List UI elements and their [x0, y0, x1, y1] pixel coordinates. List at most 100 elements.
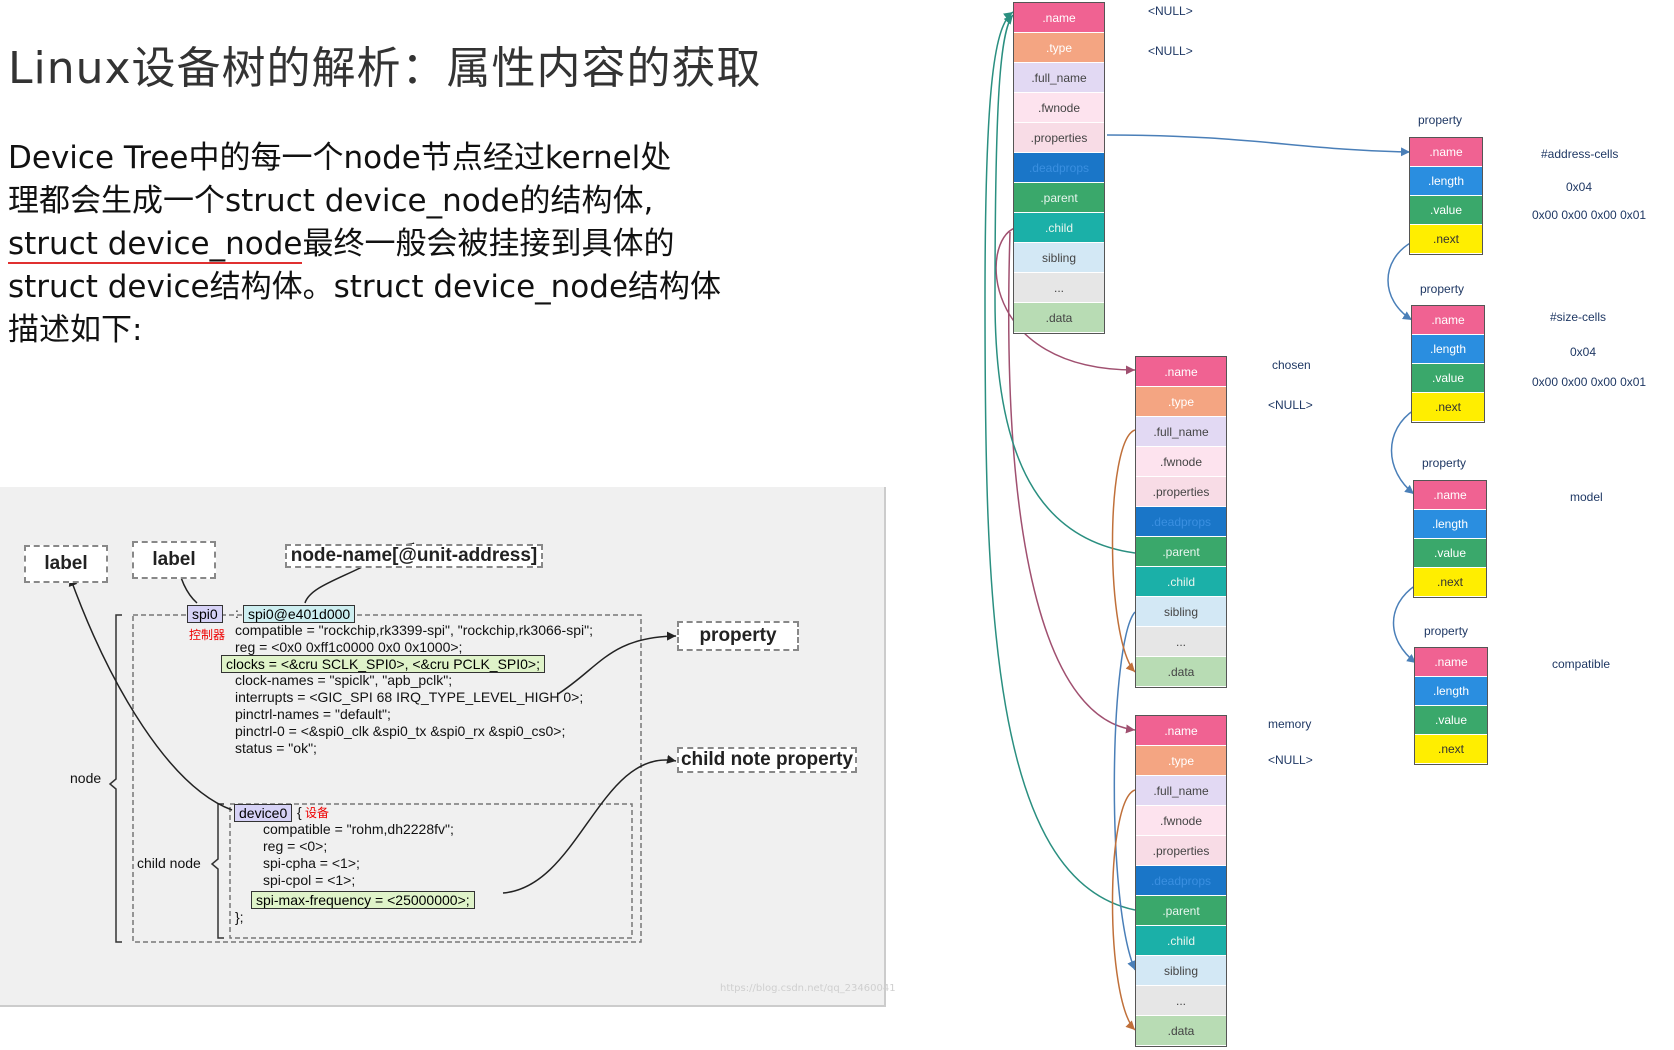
struct-field-data: .data: [1136, 657, 1226, 687]
property-field-length: .length: [1412, 335, 1484, 364]
root-device-node: .name.type.full_name.fwnode.properties.d…: [1013, 2, 1105, 334]
struct-field-parent: .parent: [1136, 537, 1226, 567]
colon: :: [235, 605, 239, 621]
struct-field-sibling: sibling: [1014, 243, 1104, 273]
struct-field-type: .type: [1136, 746, 1226, 776]
node-name-tag: node-name[@unit-address]: [285, 544, 543, 568]
struct-field-child: .child: [1136, 926, 1226, 956]
property-value-value: 0x00 0x00 0x00 0x01: [1532, 208, 1647, 222]
property-value-value: 0x00 0x00 0x00 0x01: [1532, 375, 1647, 389]
node-brace-label: node: [70, 770, 102, 786]
struct-field-full_name: .full_name: [1014, 63, 1104, 93]
property-header: property: [1418, 113, 1463, 127]
description-paragraph: Device Tree中的每一个node节点经过kernel处 理都会生成一个s…: [8, 137, 728, 352]
property-name-value: #size-cells: [1550, 310, 1607, 324]
page-title: Linux设备树的解析：属性内容的获取: [8, 43, 762, 94]
property-struct: .name.length.value.next: [1409, 137, 1483, 255]
child-code-line-highlight: spi-max-frequency = <25000000>;: [251, 891, 475, 909]
property-header: property: [1424, 624, 1469, 638]
struct-field-sibling: sibling: [1136, 956, 1226, 986]
struct-field-dots: ...: [1136, 627, 1226, 657]
struct-field-fwnode: .fwnode: [1136, 447, 1226, 477]
watermark: https://blog.csdn.net/qq_23460041: [720, 983, 896, 994]
root-name-value: <NULL>: [1148, 4, 1193, 18]
struct-field-dots: ...: [1136, 986, 1226, 1016]
dts-figure: label label node-name[@unit-address] pro…: [0, 487, 896, 1007]
child-code-line: compatible = "rohm,dh2228fv";: [263, 821, 454, 837]
property-field-length: .length: [1415, 677, 1487, 706]
property-struct: .name.length.value.next: [1414, 647, 1488, 765]
underlined-text: struct device_node: [8, 226, 303, 264]
memory-device-node: .name.type.full_name.fwnode.properties.d…: [1135, 715, 1227, 1047]
brace: {: [297, 804, 302, 820]
controller-note: 控制器: [189, 628, 226, 642]
property-struct: .name.length.value.next: [1411, 305, 1485, 423]
struct-field-deadprops: .deadprops: [1014, 153, 1104, 183]
struct-field-deadprops: .deadprops: [1136, 866, 1226, 896]
dts-figure-lines: [68, 542, 677, 943]
property-field-value: .value: [1415, 706, 1487, 735]
struct-field-name: .name: [1136, 357, 1226, 387]
code-line: clock-names = "spiclk", "apb_pclk";: [235, 672, 453, 688]
code-line: pinctrl-0 = <&spi0_clk &spi0_tx &spi0_rx…: [235, 723, 566, 739]
struct-field-name: .name: [1136, 716, 1226, 746]
root-type-value: <NULL>: [1148, 44, 1193, 58]
code-line: pinctrl-names = "default";: [235, 706, 391, 722]
para-line: 理都会生成一个struct device_node的结构体,: [8, 183, 654, 219]
spi-node-name: spi0@e401d000: [243, 605, 356, 623]
property-field-value: .value: [1412, 364, 1484, 393]
struct-field-dots: ...: [1014, 273, 1104, 303]
child-node-brace-label: child node: [137, 855, 201, 871]
struct-field-parent: .parent: [1014, 183, 1104, 213]
code-line: status = "ok";: [235, 740, 317, 756]
property-name-value: compatible: [1552, 657, 1611, 671]
property-field-name: .name: [1415, 648, 1487, 677]
child-code-line: spi-cpha = <1>;: [263, 855, 360, 871]
property-field-next: .next: [1412, 393, 1484, 422]
struct-field-properties: .properties: [1136, 836, 1226, 866]
code-line: reg = <0x0 0xff1c0000 0x0 0x1000>;: [235, 639, 463, 655]
memory-name-value: memory: [1268, 717, 1312, 731]
property-field-name: .name: [1412, 306, 1484, 335]
code-line-highlight: clocks = <&cru SCLK_SPI0>, <&cru PCLK_SP…: [221, 655, 545, 673]
struct-field-sibling: sibling: [1136, 597, 1226, 627]
para-line: struct device_node最终一般会被挂接到具体的: [8, 223, 728, 266]
property-length-value: 0x04: [1570, 345, 1597, 359]
para-text: 最终一般会被挂接到具体的: [302, 226, 675, 262]
chosen-name-value: chosen: [1272, 358, 1311, 372]
para-line: struct device结构体。struct device_node结构体: [8, 269, 722, 305]
struct-field-child: .child: [1014, 213, 1104, 243]
property-field-next: .next: [1414, 568, 1486, 597]
property-field-length: .length: [1410, 167, 1482, 196]
close-brace: };: [235, 909, 244, 925]
property-length-value: 0x04: [1566, 180, 1593, 194]
property-field-name: .name: [1414, 481, 1486, 510]
property-field-next: .next: [1410, 225, 1482, 254]
property-name-value: #address-cells: [1541, 147, 1619, 161]
struct-field-data: .data: [1136, 1016, 1226, 1046]
struct-field-name: .name: [1014, 3, 1104, 33]
chosen-type-value: <NULL>: [1268, 398, 1313, 412]
struct-field-properties: .properties: [1136, 477, 1226, 507]
property-field-value: .value: [1414, 539, 1486, 568]
struct-field-type: .type: [1014, 33, 1104, 63]
code-line: interrupts = <GIC_SPI 68 IRQ_TYPE_LEVEL_…: [235, 689, 584, 705]
property-header: property: [1422, 456, 1467, 470]
label-tag: label: [24, 545, 108, 583]
spi-label: spi0: [187, 605, 223, 623]
struct-field-full_name: .full_name: [1136, 417, 1226, 447]
property-field-name: .name: [1410, 138, 1482, 167]
struct-field-properties: .properties: [1014, 123, 1104, 153]
property-tag: property: [677, 621, 799, 651]
property-struct: .name.length.value.next: [1413, 480, 1487, 598]
property-field-length: .length: [1414, 510, 1486, 539]
child-property-tag: child note property: [677, 747, 857, 773]
child-code-line: spi-cpol = <1>;: [263, 872, 356, 888]
struct-field-full_name: .full_name: [1136, 776, 1226, 806]
child-code-line: reg = <0>;: [263, 838, 328, 854]
chosen-device-node: .name.type.full_name.fwnode.properties.d…: [1135, 356, 1227, 688]
struct-field-fwnode: .fwnode: [1136, 806, 1226, 836]
struct-field-child: .child: [1136, 567, 1226, 597]
para-line: Device Tree中的每一个node节点经过kernel处: [8, 140, 672, 176]
